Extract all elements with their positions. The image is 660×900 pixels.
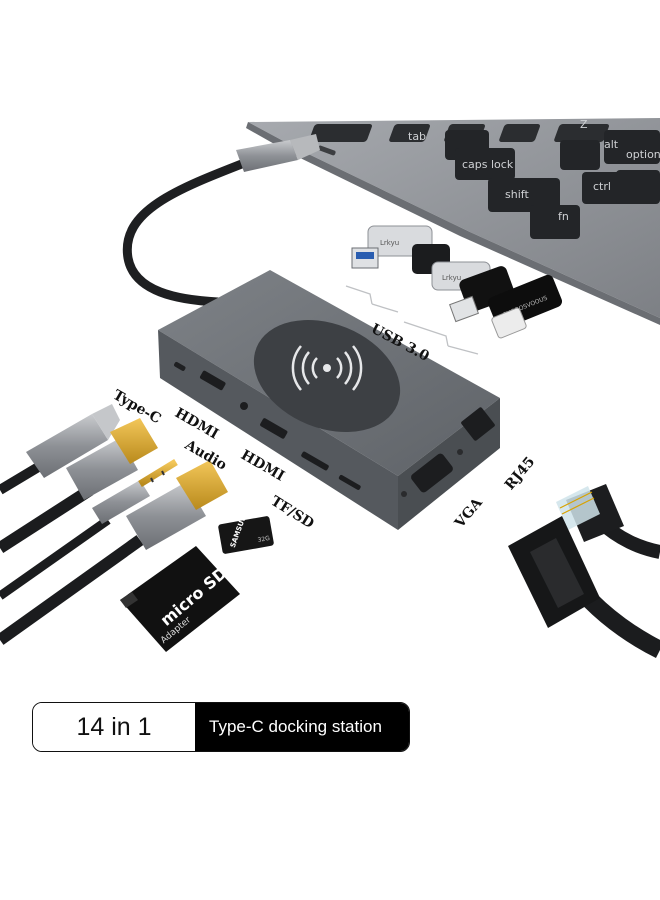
laptop: tab caps lock shift fn ctrl option alt Z	[246, 118, 660, 325]
key-z-label: Z	[580, 118, 588, 131]
key-alt-label: alt	[604, 138, 619, 151]
key-fn-label: fn	[558, 210, 569, 223]
sd-adapter: micro SD Adapter	[120, 546, 240, 652]
banner-count: 14 in 1	[33, 703, 195, 751]
left-cables	[0, 404, 228, 645]
banner-product: Type-C docking station	[195, 703, 409, 751]
usb-c-cable	[122, 134, 320, 307]
usb-stick-brand: Lrkyu	[380, 239, 399, 247]
key-ctrl-label: ctrl	[593, 180, 611, 193]
key-caps-label: caps lock	[462, 158, 514, 171]
docking-hub	[158, 270, 500, 530]
key-shift-label: shift	[505, 188, 529, 201]
wireless-charging-icon	[291, 345, 363, 391]
key-tab-label: tab	[408, 130, 426, 143]
usb-drives: Lrkyu Lrkyu SUOBOSVOOUS	[345, 225, 563, 355]
product-banner: 14 in 1 Type-C docking station	[32, 702, 410, 752]
microsd-card: SAMSUNG 32G	[218, 508, 274, 554]
key-option-label: option	[626, 148, 660, 161]
microsd-capacity: 32G	[257, 535, 271, 544]
right-cables	[508, 484, 660, 659]
usb-stick-brand-2: Lrkyu	[442, 274, 461, 282]
